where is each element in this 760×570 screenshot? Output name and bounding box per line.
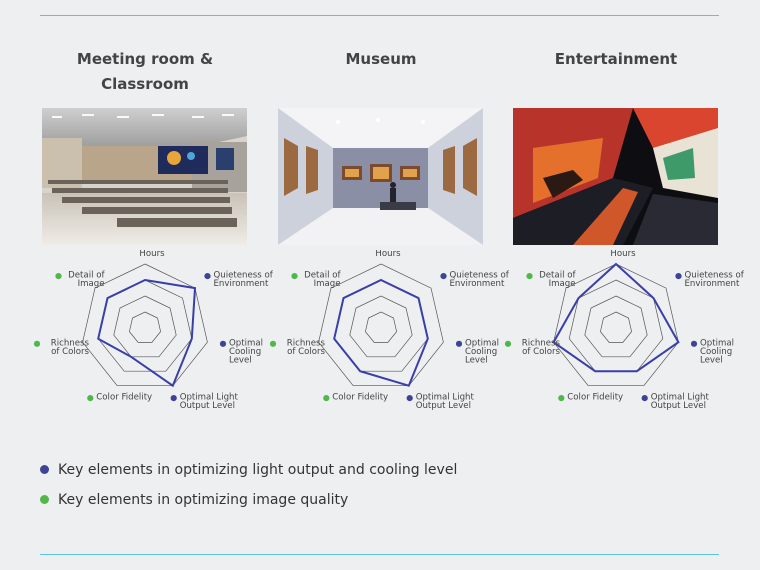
column-title-line: Museum [345, 50, 417, 68]
axis-dot-icon [219, 340, 227, 347]
axis-label: Richness [51, 338, 90, 348]
axis-dot-icon [406, 395, 413, 402]
axis-label: Annual Use [365, 250, 414, 251]
radar-series-line [552, 262, 680, 373]
axis-dot-icon [55, 273, 62, 280]
top-divider [40, 15, 719, 16]
axis-label: Environment [214, 279, 270, 289]
axis-label: Quieteness of [214, 271, 274, 281]
legend-label: Key elements in optimizing light output … [58, 462, 458, 478]
axis-label: Output Level [651, 401, 706, 411]
radar-grid-ring [97, 279, 193, 372]
axis-label: Color Fidelity [567, 393, 623, 403]
axis-label: Level [700, 356, 723, 366]
axis-label: Hours [139, 250, 165, 259]
radar-grid-ring [553, 263, 679, 387]
axis-label: Cooling [229, 347, 261, 357]
axis-dot-icon [440, 273, 447, 280]
axis-label: Color Fidelity [332, 393, 388, 403]
axis-label: Optimal Light [416, 393, 475, 403]
axis-label: Quieteness of [685, 271, 745, 281]
radar-grid-ring [129, 311, 161, 343]
axis-dot-icon [504, 340, 512, 347]
radar-grid-ring [82, 263, 208, 387]
axis-label: Output Level [416, 401, 471, 411]
axis-label: Quieteness of [450, 271, 510, 281]
green-dot-icon [40, 495, 49, 504]
axis-dot-icon [558, 395, 565, 402]
axis-label: Cooling [465, 347, 497, 357]
axis-label: Richness [522, 338, 561, 348]
axis-dot-icon [33, 340, 41, 347]
legend: Key elements in optimizing light output … [40, 458, 457, 518]
column-title: Museum [278, 47, 484, 72]
radar-grid-ring [365, 311, 397, 343]
axis-label: Optimal [229, 338, 263, 348]
axis-label: Level [229, 356, 252, 366]
axis-label: Richness [287, 338, 326, 348]
axis-dot-icon [291, 273, 298, 280]
axis-label: Optimal Light [180, 393, 239, 403]
axis-label: Optimal [465, 338, 499, 348]
bottom-divider [40, 554, 719, 555]
axis-label: Detail of [68, 271, 105, 281]
axis-dot-icon [204, 273, 211, 280]
column-title-line: Classroom [101, 75, 189, 93]
axis-label: Detail of [539, 271, 576, 281]
axis-label: of Colors [287, 347, 325, 357]
radar-grid-ring [584, 295, 648, 358]
axis-label: Image [549, 279, 576, 289]
axis-label: Environment [450, 279, 506, 289]
legend-item-image: Key elements in optimizing image quality [40, 488, 457, 518]
axis-label: Optimal [700, 338, 734, 348]
column-title-line: Entertainment [554, 50, 678, 68]
radar-series-line [333, 278, 429, 387]
legend-item-cooling: Key elements in optimizing light output … [40, 458, 457, 488]
radar-chart: Annual UseHoursQuieteness ofEnvironmentO… [33, 250, 274, 411]
meeting-room-photo [42, 108, 247, 245]
column-title-line: Meeting room & [76, 50, 214, 68]
radar-series-line [97, 278, 197, 388]
axis-dot-icon [323, 395, 330, 402]
entertainment-photo: . [513, 108, 718, 245]
axis-label: Optimal Light [651, 393, 710, 403]
axis-dot-icon [641, 395, 648, 402]
axis-label: Image [78, 279, 105, 289]
axis-label: Color Fidelity [96, 393, 152, 403]
column-title: Entertainment [513, 47, 719, 72]
axis-label: Annual Use [600, 250, 649, 251]
axis-dot-icon [170, 395, 177, 402]
axis-dot-icon [87, 395, 94, 402]
axis-label: Output Level [180, 401, 235, 411]
radar-grid-ring [318, 263, 444, 387]
axis-label: Level [465, 356, 488, 366]
legend-label: Key elements in optimizing image quality [58, 492, 349, 508]
axis-label: Hours [610, 250, 636, 259]
axis-label: Annual Use [129, 250, 178, 251]
axis-dot-icon [269, 340, 277, 347]
axis-label: Cooling [700, 347, 732, 357]
axis-label: Detail of [304, 271, 341, 281]
radar-grid-ring [600, 311, 632, 343]
axis-label: of Colors [51, 347, 89, 357]
axis-label: Image [314, 279, 341, 289]
axis-label: Hours [375, 250, 401, 259]
blue-dot-icon [40, 465, 49, 474]
radar-chart: Annual UseHoursQuieteness ofEnvironmentO… [269, 250, 510, 411]
axis-dot-icon [690, 340, 698, 347]
museum-photo [278, 108, 483, 245]
axis-dot-icon [526, 273, 533, 280]
column-title: Meeting room & Classroom [42, 47, 248, 97]
axis-label: of Colors [522, 347, 560, 357]
axis-dot-icon [455, 340, 463, 347]
radar-grid-ring [349, 295, 413, 358]
axis-dot-icon [675, 273, 682, 280]
radar-grid-ring [113, 295, 177, 358]
axis-label: Environment [685, 279, 741, 289]
radar-chart: Annual UseHoursQuieteness ofEnvironmentO… [504, 250, 745, 411]
